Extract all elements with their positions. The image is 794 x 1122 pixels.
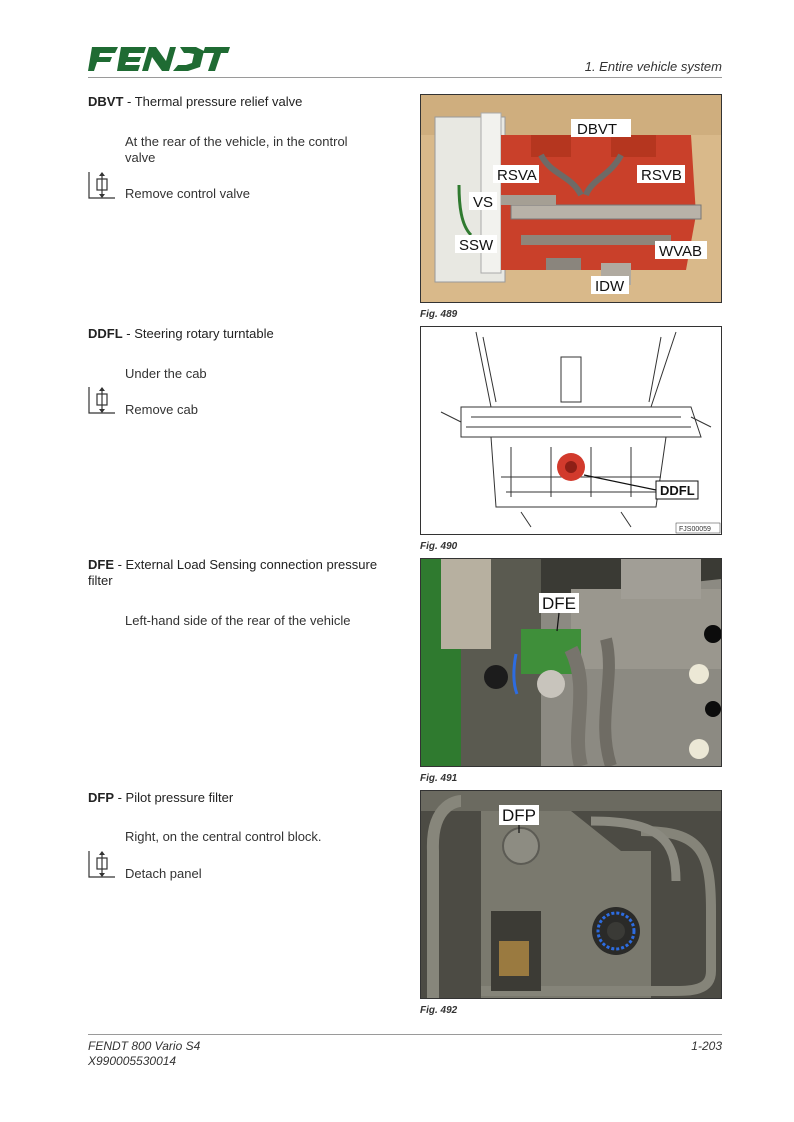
entry-description: - Thermal pressure relief valve — [123, 94, 303, 109]
figure-reference: FJS00059 — [679, 526, 711, 533]
disassembly-icon — [88, 387, 115, 414]
location-text: At the rear of the vehicle, in the contr… — [125, 134, 348, 165]
section-title: 1. Entire vehicle system — [584, 59, 722, 74]
figure-label: VS — [473, 194, 493, 211]
figure-caption: Fig. 489 — [420, 309, 458, 320]
entry-description: - Steering rotary turntable — [122, 326, 274, 341]
figure-label: RSVB — [641, 167, 682, 184]
page-number: 1-203 — [691, 1039, 722, 1053]
figure-caption: Fig. 490 — [420, 541, 458, 552]
header-divider — [88, 77, 722, 78]
location-text: Left-hand side of the rear of the vehicl… — [125, 613, 351, 628]
figure-label: DDFL — [660, 483, 695, 498]
entry-title-dbvt: DBVT - Thermal pressure relief valve — [88, 94, 388, 110]
entry-description: - Pilot pressure filter — [114, 790, 234, 805]
disassembly-icon — [88, 172, 115, 199]
entry-code: DDFL — [88, 326, 123, 341]
footer-model-info: FENDT 800 Vario S4 X990005530014 — [88, 1039, 200, 1069]
entry-description: - External Load Sensing connection press… — [88, 557, 378, 588]
entry-title-ddfl: DDFL - Steering rotary turntable — [88, 326, 388, 342]
entry-code: DFE — [88, 557, 114, 572]
figure-label: DBVT — [577, 121, 617, 138]
entry-title-dfe: DFE - External Load Sensing connection p… — [88, 557, 388, 589]
location-text: Right, on the central control block. — [125, 829, 322, 844]
disassembly-icon — [88, 851, 115, 878]
fendt-logo — [88, 47, 230, 71]
figure-label: WVAB — [659, 243, 702, 260]
footer-doc-number: X990005530014 — [88, 1054, 177, 1068]
figure-control-valve: DBVT RSVA RSVB VS SSW WVAB IDW — [420, 94, 722, 303]
figure-central-control-block: DFP — [420, 790, 722, 999]
footer-divider — [88, 1034, 722, 1035]
entry-code: DFP — [88, 790, 114, 805]
figure-label: DFP — [502, 806, 536, 825]
figure-label: RSVA — [497, 167, 537, 184]
figure-cab-underside: DDFL FJS00059 — [420, 326, 722, 535]
footer-model: FENDT 800 Vario S4 — [88, 1039, 201, 1053]
action-text: Remove control valve — [125, 186, 250, 201]
figure-caption: Fig. 492 — [420, 1005, 458, 1016]
figure-rear-valve-block: DFE — [420, 558, 722, 767]
figure-label: IDW — [595, 278, 625, 295]
figure-caption: Fig. 491 — [420, 773, 458, 784]
entry-title-dfp: DFP - Pilot pressure filter — [88, 790, 388, 806]
figure-label: DFE — [542, 594, 576, 613]
figure-label: SSW — [459, 237, 494, 254]
entry-code: DBVT — [88, 94, 124, 109]
action-text: Detach panel — [125, 866, 202, 881]
action-text: Remove cab — [125, 402, 198, 417]
location-text: Under the cab — [125, 366, 207, 381]
